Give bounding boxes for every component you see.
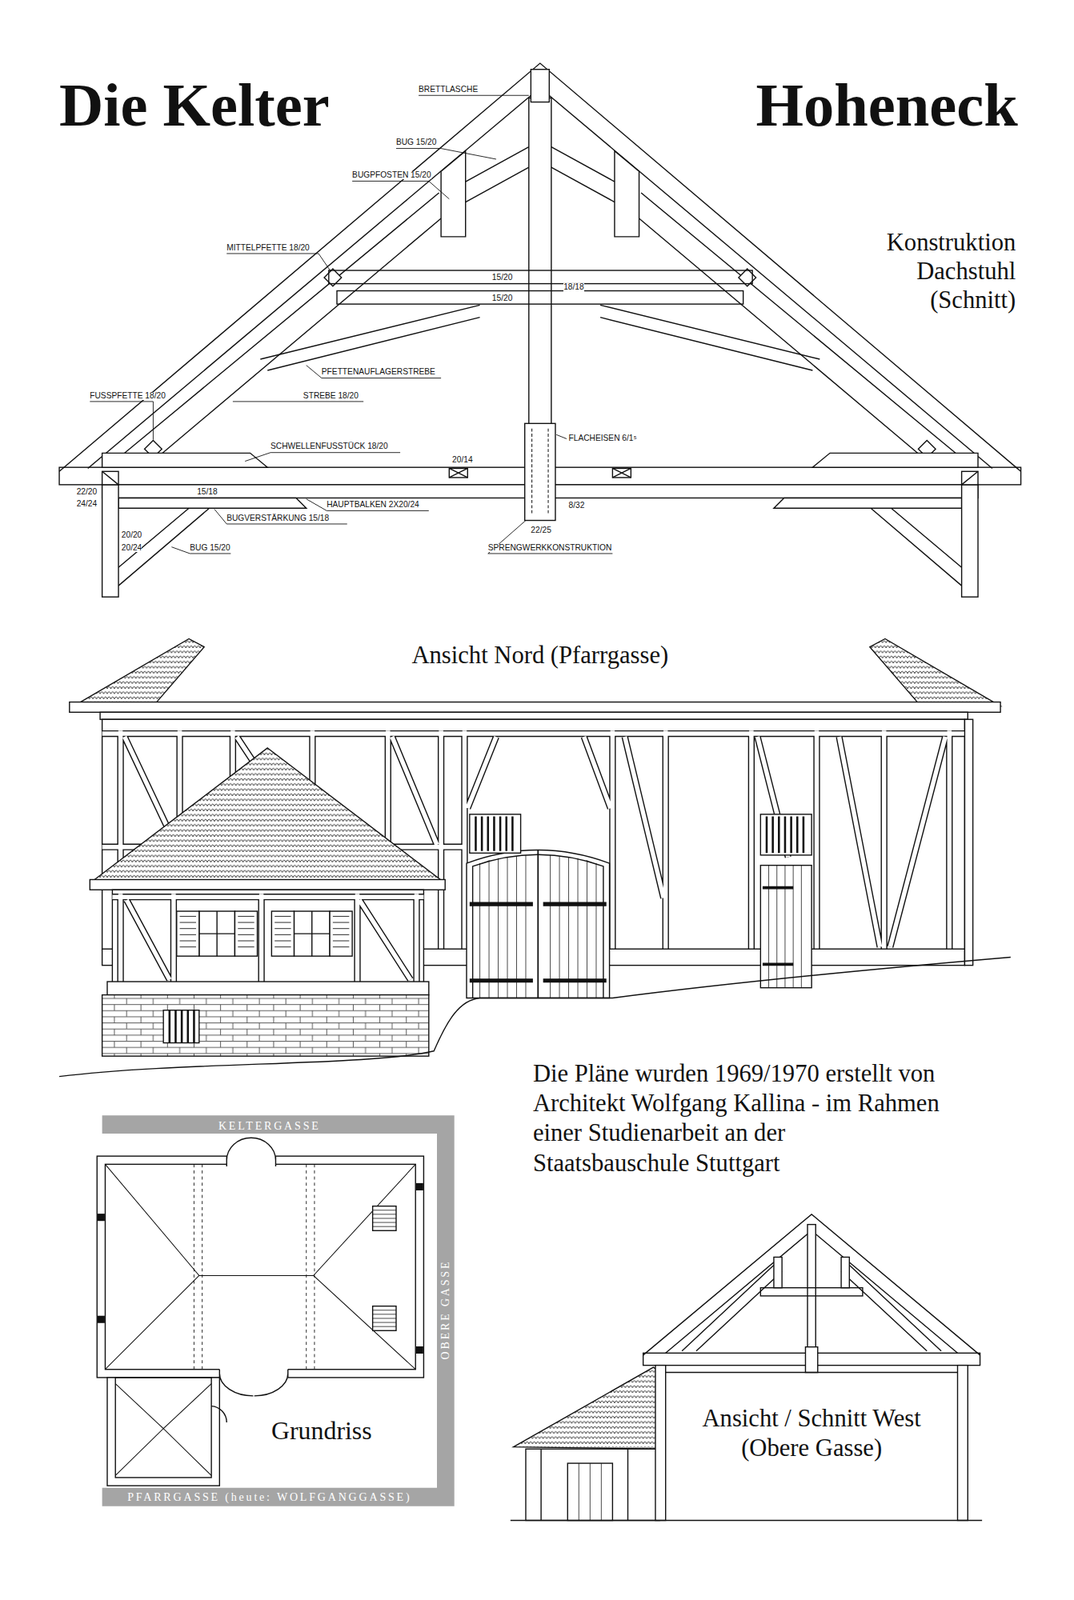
part-label: SPRENGWERKKONSTRUKTION: [488, 544, 613, 553]
dimension-label: 20/20: [121, 531, 143, 540]
dimension-label: 24/24: [76, 500, 98, 509]
roof-truss-section: [59, 63, 1022, 598]
view-title: Ansicht / Schnitt West (Obere Gasse): [684, 1404, 940, 1463]
title-text: Hoheneck: [756, 75, 1018, 137]
dimension-label: 15/20: [492, 294, 513, 303]
north-elevation: [59, 638, 1011, 1077]
part-label: MITTELPFETTE 18/20: [226, 244, 310, 253]
view-title: Grundriss: [271, 1418, 373, 1445]
part-label: FUSSPFETTE 18/20: [89, 392, 166, 401]
part-label: STREBE 18/20: [303, 392, 359, 401]
dimension-label: 20/14: [452, 456, 473, 465]
street-name: KELTERGASSE: [218, 1120, 321, 1132]
street-name: OBERE GASSE: [440, 1259, 452, 1360]
part-label: SCHWELLENFUSSTÜCK 18/20: [270, 442, 389, 451]
section-heading: Konstruktion Dachstuhl (Schnitt): [841, 228, 1016, 315]
dimension-label: 15/18: [196, 488, 218, 497]
part-label: BUG 15/20: [189, 544, 230, 553]
part-label: BUGPFOSTEN 15/20: [352, 171, 432, 180]
part-label: FLACHEISEN 6/1⁵: [569, 434, 638, 443]
part-label: BUG 15/20: [396, 138, 437, 147]
dimension-label: 15/20: [492, 273, 513, 282]
west-elevation: [510, 1214, 982, 1522]
leader-lines: [89, 95, 613, 554]
dimension-label: 22/25: [530, 526, 552, 535]
floor-plan: [96, 1115, 454, 1507]
dimension-label: 20/24: [121, 544, 143, 553]
view-title: Ansicht Nord (Pfarrgasse): [411, 643, 669, 669]
dimension-label: 22/20: [76, 488, 98, 497]
part-label: BRETTLASCHE: [418, 85, 478, 94]
part-label: HAUPTBALKEN 2X20/24: [326, 500, 420, 509]
title-text: Die Kelter: [59, 75, 330, 137]
part-label: BUGVERSTÄRKUNG 15/18: [226, 514, 329, 523]
part-label: PFETTENAUFLAGERSTREBE: [321, 368, 436, 377]
dimension-label: 8/32: [569, 501, 586, 510]
dimension-label: 18/18: [563, 283, 585, 292]
note-text: Die Pläne wurden 1969/1970 erstellt von …: [532, 1059, 947, 1179]
street-name: PFARRGASSE (heute: WOLFGANGGASSE): [127, 1491, 412, 1503]
